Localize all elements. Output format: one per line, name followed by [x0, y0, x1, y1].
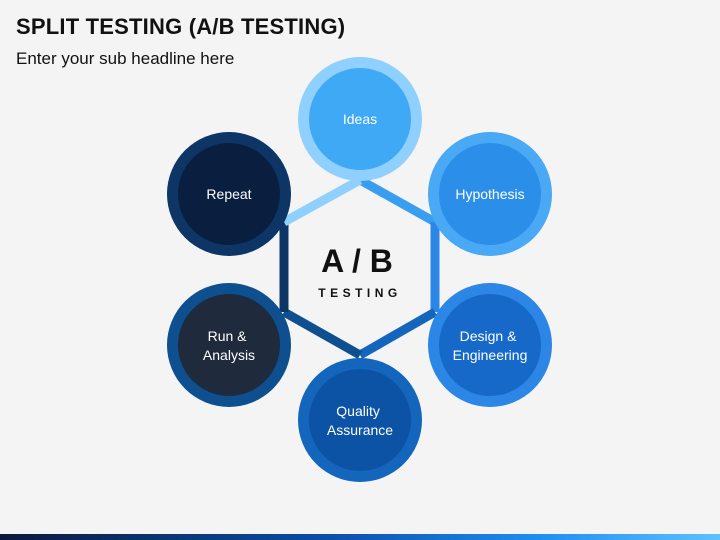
node-design-engineering: Design & Engineering [428, 283, 552, 407]
page-subtitle: Enter your sub headline here [16, 49, 235, 68]
node-label-line: Hypothesis [455, 186, 524, 202]
center-title: A / B [321, 243, 393, 279]
connector-design-quality [357, 308, 438, 359]
node-label-line: Quality [336, 403, 380, 419]
node-label-line: Analysis [203, 347, 255, 363]
node-label-line: Engineering [453, 347, 528, 363]
node-core [309, 369, 411, 471]
node-label-line: Run & [208, 328, 248, 344]
node-run-analysis: Run & Analysis [167, 283, 291, 407]
node-repeat: Repeat [167, 132, 291, 256]
node-label-repeat: Repeat [206, 186, 251, 202]
node-hypothesis: Hypothesis [428, 132, 552, 256]
node-label-design-engineering: Design & Engineering [453, 328, 528, 363]
node-label-hypothesis: Hypothesis [455, 186, 524, 202]
node-core [178, 143, 280, 245]
node-label-line: Repeat [206, 186, 251, 202]
node-label-run-analysis: Run & Analysis [203, 328, 255, 363]
node-core [439, 143, 541, 245]
node-ideas: Ideas [298, 57, 422, 181]
bottom-accent-bar [0, 534, 720, 540]
page-title: SPLIT TESTING (A/B TESTING) [16, 14, 346, 39]
node-label-quality-assurance: Quality Assurance [327, 403, 393, 438]
node-label-line: Ideas [343, 111, 377, 127]
connector-ideas-hypothesis [357, 176, 438, 226]
node-quality-assurance: Quality Assurance [298, 358, 422, 482]
center-subtitle: TESTING [318, 286, 402, 300]
node-core [439, 294, 541, 396]
connector-quality-run [281, 308, 363, 359]
node-label-line: Assurance [327, 422, 393, 438]
connector-repeat-ideas [281, 176, 363, 226]
node-label-line: Design & [460, 328, 517, 344]
node-core [178, 294, 280, 396]
node-core [309, 68, 411, 170]
node-label-ideas: Ideas [343, 111, 377, 127]
